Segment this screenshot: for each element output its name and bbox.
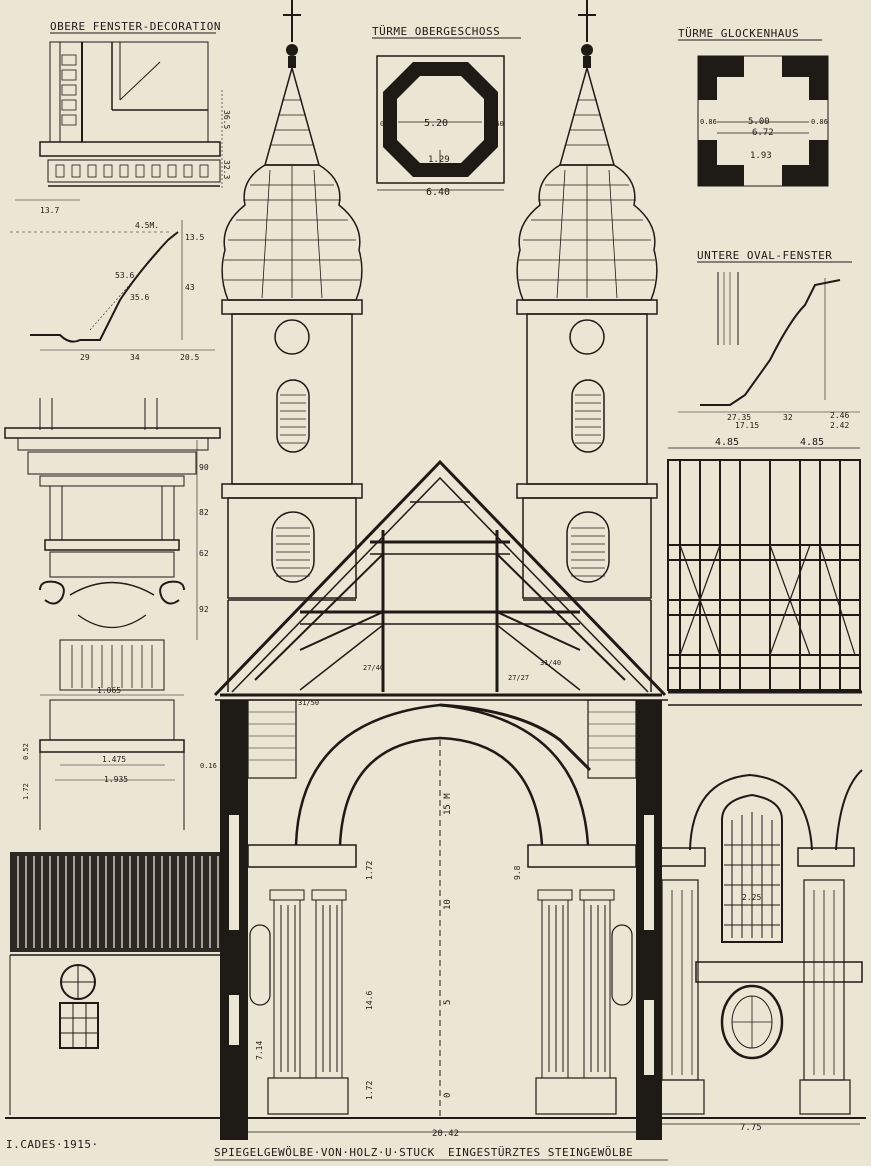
dim-decor-height-1: 36.5 <box>222 110 231 129</box>
cornice-profile-detail: 4.5M. 53.6 35.6 43 13.5 29 34 20.5 <box>10 220 215 362</box>
dim-truss-3: 27/27 <box>508 674 529 682</box>
dim-col-small-l: 0.52 <box>22 743 30 760</box>
dim-profile-len: 53.6 <box>115 271 134 280</box>
dim-window-width: 2.25 <box>742 893 761 902</box>
tower-bell-floor-plan: 5.00 6.72 0.86 0.86 1.93 <box>697 55 829 187</box>
fluting <box>71 645 153 688</box>
dentil-row-vertical <box>61 54 77 126</box>
ground-line: 20.42 7.75 <box>5 1117 866 1139</box>
dim-truss-1: 27/40 <box>363 664 384 672</box>
dim-profile-len2: 35.6 <box>130 293 149 302</box>
dim-pier-height: 7.14 <box>255 1041 264 1060</box>
dim-main-span: 20.42 <box>432 1129 459 1139</box>
dim-col-small-r: 0.16 <box>200 762 217 770</box>
right-roof-framework: 4.85 4.85 <box>667 437 862 706</box>
title-oval-window: UNTERE OVAL-FENSTER <box>697 249 832 262</box>
bottom-captions: I.CADES·1915· SPIEGELGEWÖLBE·VON·HOLZ·U·… <box>6 1138 668 1161</box>
dim-col-w1: 1.065 <box>97 686 121 695</box>
dim-roof-half-left: 4.85 <box>715 437 739 448</box>
dim-truss-2: 31/40 <box>540 659 561 667</box>
dim-col-w2: 1.475 <box>102 755 126 764</box>
dim-col-h1: 90 <box>199 463 209 472</box>
dim-profile-m: 4.5M. <box>135 221 159 230</box>
dim-nave-height: 9.8 <box>513 865 522 880</box>
dim-profile-b1: 29 <box>80 353 90 362</box>
scale-label-15m: 15 M <box>443 793 453 815</box>
dim-profile-h: 43 <box>185 283 195 292</box>
dim-truss-4: 31/50 <box>298 699 319 707</box>
dim-tower-bell-side-right: 0.86 <box>811 118 828 126</box>
scale-label-0: 0 <box>443 1093 453 1098</box>
dim-tower-upper-side-left: 0.60 <box>380 120 397 128</box>
dim-profile-b2: 34 <box>130 353 140 362</box>
dim-oval-b5: 17.15 <box>735 421 759 430</box>
dentil-row-horizontal <box>55 164 209 178</box>
dim-tower-bell-side-left: 0.86 <box>700 118 717 126</box>
dim-profile-h2: 13.5 <box>185 233 204 242</box>
window-decoration-detail: 36.5 32.3 13.7 <box>15 41 231 215</box>
right-tower-elevation <box>516 0 658 692</box>
dim-decor-width: 13.7 <box>40 206 59 215</box>
nave-section: 15 M 10 5 0 7.14 1.72 14.6 1.72 9.8 <box>220 699 662 1140</box>
dim-col-h3: 62 <box>199 549 209 558</box>
tower-upper-floor-plan: 5.20 0.60 0.60 1.29 6.40 <box>376 55 505 198</box>
scale-label-10: 10 <box>443 899 453 910</box>
dim-roof-half-right: 4.85 <box>800 437 824 448</box>
dim-pier-height-4: 1.72 <box>365 1081 374 1100</box>
title-tower-bell: TÜRME GLOCKENHAUS <box>678 27 799 40</box>
oval-window-profile: 27.35 17.15 32 2.46 2.42 <box>678 272 860 430</box>
dim-tower-upper-side-right: 0.60 <box>487 120 504 128</box>
drawing-signature: I.CADES·1915· <box>6 1138 99 1151</box>
detail-titles: OBERE FENSTER-DECORATION TÜRME OBERGESCH… <box>50 20 852 263</box>
dim-pier-height-2: 1.72 <box>365 861 374 880</box>
scale-label-5: 5 <box>443 1000 453 1005</box>
caption-wooden-vault: SPIEGELGEWÖLBE·VON·HOLZ·U·STUCK <box>214 1146 435 1159</box>
dim-tower-upper-center: 1.29 <box>428 155 450 165</box>
dim-tower-bell-inner: 5.00 <box>748 117 770 127</box>
title-tower-upper: TÜRME OBERGESCHOSS <box>372 25 500 38</box>
dim-col-w3: 1.935 <box>104 775 128 784</box>
left-tower-elevation <box>221 0 363 692</box>
dim-tower-upper-inner: 5.20 <box>424 118 448 129</box>
column-capital-detail: 90 82 62 92 1.065 1.475 1.935 0.52 1.72 … <box>4 398 221 830</box>
dim-profile-b3: 20.5 <box>180 353 199 362</box>
dim-oval-b4: 2.42 <box>830 421 849 430</box>
dim-decor-height-2: 32.3 <box>222 160 231 179</box>
dim-col-small-l2: 1.72 <box>22 783 30 800</box>
dim-right-span: 7.75 <box>740 1123 762 1133</box>
dim-tower-upper-outer: 6.40 <box>426 187 450 198</box>
dim-pier-height-3: 14.6 <box>365 991 374 1010</box>
dim-oval-b1: 27.35 <box>727 413 751 422</box>
dim-oval-b2: 32 <box>783 413 793 422</box>
side-building-elevation <box>9 852 226 1115</box>
dim-col-h2: 82 <box>199 508 209 517</box>
dim-oval-b3: 2.46 <box>830 411 849 420</box>
dim-col-h4: 92 <box>199 605 209 614</box>
nave-pilasters <box>273 899 611 1079</box>
dim-tower-bell-center: 1.93 <box>750 151 772 161</box>
right-aisle-elevation: 2.25 <box>656 769 863 1115</box>
caption-collapsed-vault: EINGESTÜRZTES STEINGEWÖLBE <box>448 1146 633 1159</box>
dim-tower-bell-outer: 6.72 <box>752 128 774 138</box>
title-window-decoration: OBERE FENSTER-DECORATION <box>50 20 221 33</box>
